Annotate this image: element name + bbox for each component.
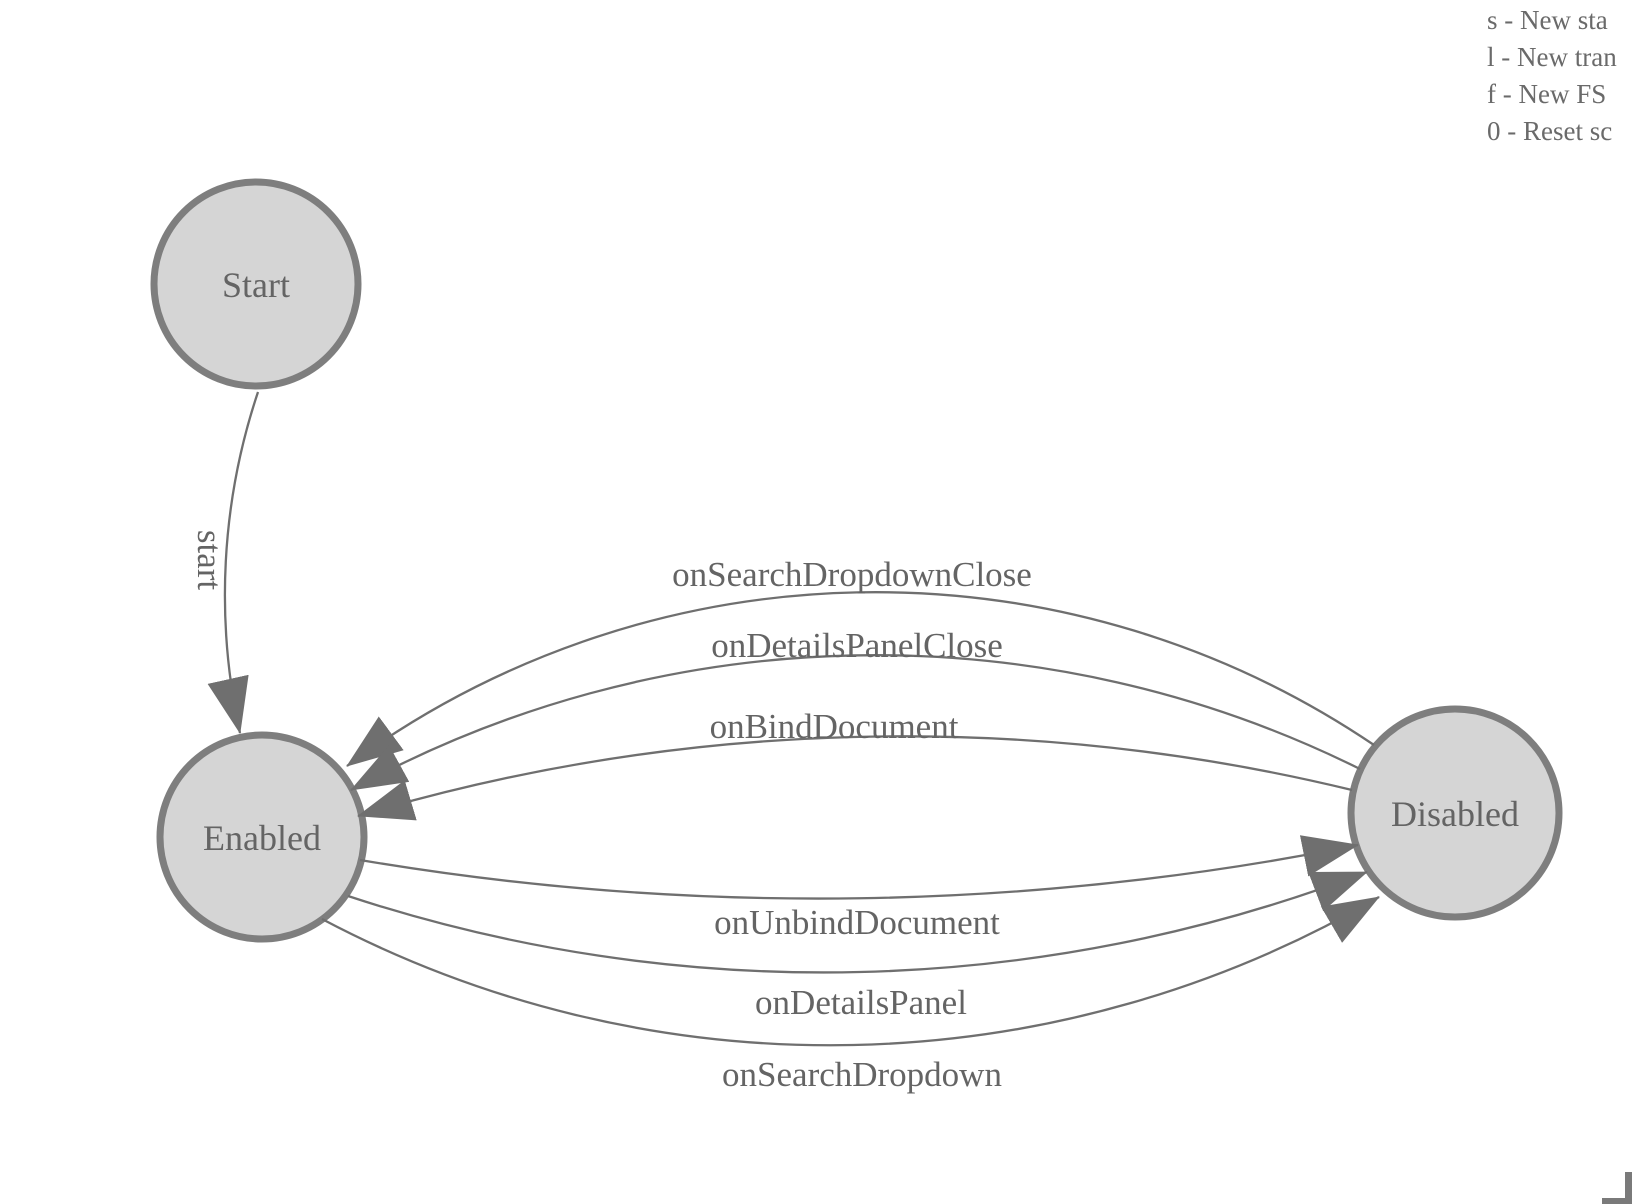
transition-label-onSearchDropdownClose: onSearchDropdownClose <box>672 555 1032 594</box>
clipped-corner-horizontal-bar <box>1602 1198 1632 1204</box>
transition-onSearchDropdownClose[interactable] <box>346 591 1375 767</box>
legend-line-new-transition: l - New tran <box>1487 42 1617 72</box>
shortcut-legend: s - New sta l - New tran f - New FS 0 - … <box>1487 2 1617 150</box>
transition-onSearchDropdown[interactable] <box>321 896 1380 1047</box>
transition-label-start: start <box>190 530 229 591</box>
state-node-enabled[interactable] <box>156 731 368 943</box>
legend-line-new-fsm: f - New FS <box>1487 79 1607 109</box>
legend-line-new-state: s - New sta <box>1487 5 1608 35</box>
transition-label-onSearchDropdown: onSearchDropdown <box>722 1055 1002 1094</box>
clipped-corner-shape <box>1602 1172 1632 1204</box>
transition-onDetailsPanelClose[interactable] <box>350 654 1361 792</box>
state-label-start: Start <box>222 265 290 305</box>
transition-start[interactable] <box>207 391 260 734</box>
transitions-layer <box>207 391 1380 1047</box>
transition-label-onDetailsPanel: onDetailsPanel <box>755 983 967 1022</box>
transition-onUnbindDocument[interactable] <box>359 835 1359 900</box>
state-node-start[interactable] <box>150 178 362 390</box>
transition-label-onDetailsPanelClose: onDetailsPanelClose <box>711 626 1003 665</box>
clipped-corner-vertical-bar <box>1625 1172 1632 1204</box>
transition-label-onBindDocument: onBindDocument <box>710 707 959 746</box>
edge-labels-layer: start onSearchDropdownClose onDetailsPanel… <box>190 530 1032 1094</box>
transition-label-onUnbindDocument: onUnbindDocument <box>714 903 1000 942</box>
legend-line-reset: 0 - Reset sc <box>1487 116 1613 146</box>
state-label-disabled: Disabled <box>1391 794 1519 834</box>
transition-onBindDocument[interactable] <box>357 735 1353 821</box>
transition-onDetailsPanel[interactable] <box>347 870 1368 974</box>
state-label-enabled: Enabled <box>203 818 321 858</box>
state-node-disabled[interactable] <box>1347 705 1563 921</box>
